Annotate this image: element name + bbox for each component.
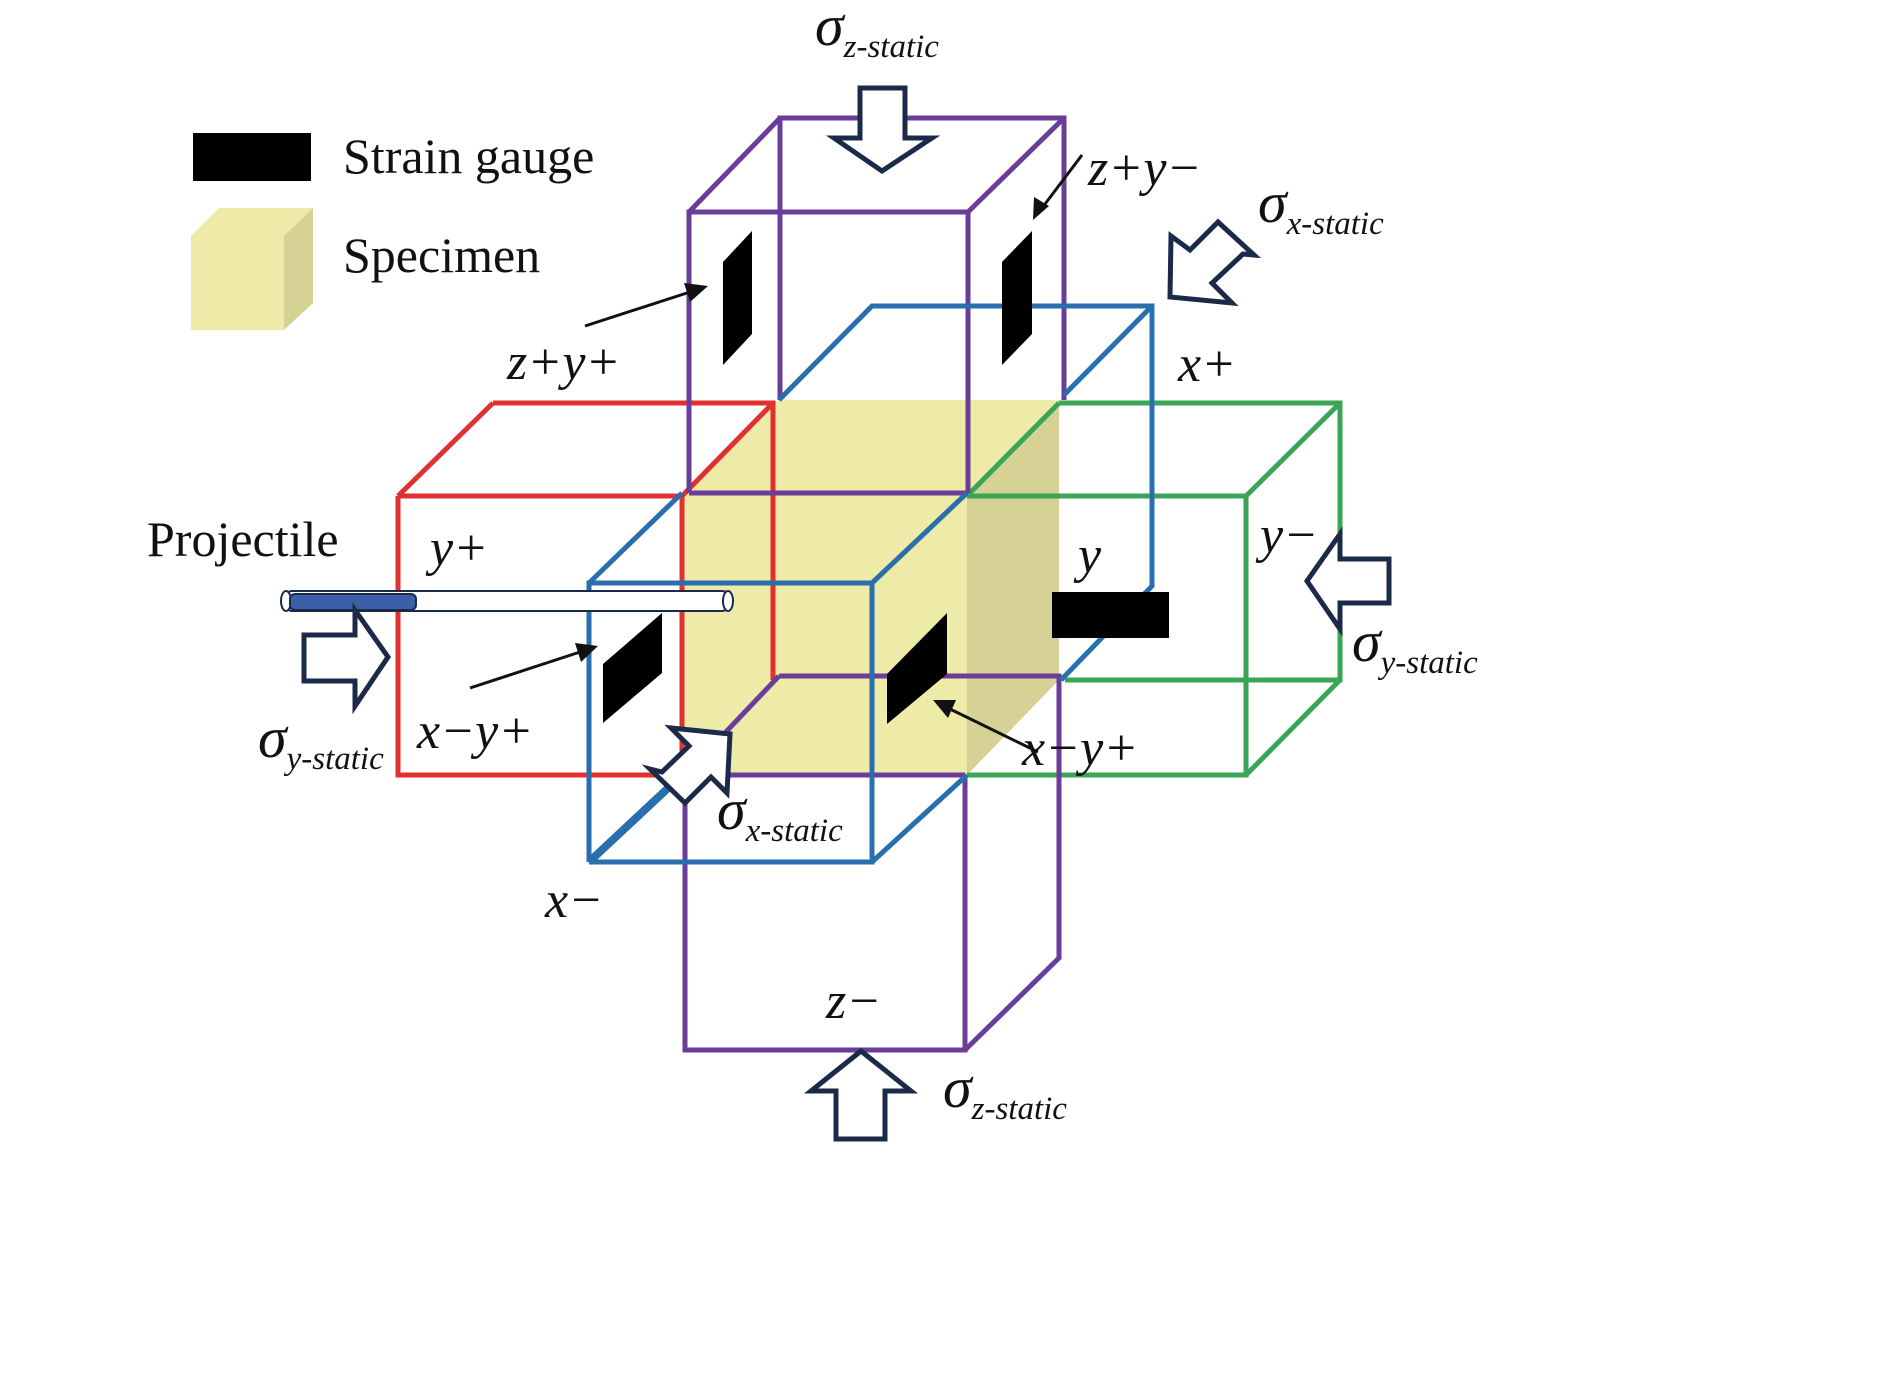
label-x-minus: x− — [544, 872, 603, 929]
strain-gauges — [603, 231, 1169, 724]
strain-gauge-z-plus-y-plus — [723, 231, 752, 365]
strain-gauge-x-minus-y-plus-right — [887, 613, 947, 724]
bar-z-top — [686, 115, 1067, 496]
strain-gauge-z-plus-y-minus — [1002, 231, 1032, 365]
label-z-plus-y-minus: z+y− — [1087, 140, 1202, 197]
label-z-minus: z− — [825, 973, 881, 1030]
bar-y-minus — [965, 400, 1343, 778]
sigma-x-right-label: σx-static — [1258, 170, 1384, 242]
sigma-y-left-arrow — [301, 602, 392, 715]
gauge-pointers — [469, 154, 1084, 754]
sigma-x-right-arrow — [1167, 218, 1262, 307]
sigma-y-left-label: σy-static — [258, 705, 384, 777]
sigma-x-center-label: σx-static — [717, 777, 843, 849]
label-x-minus-y-plus-left: x−y+ — [416, 703, 533, 760]
sigma-z-bottom-arrow — [803, 1047, 919, 1142]
label-x-plus: x+ — [1177, 336, 1236, 393]
strain-gauge-x-minus-y-plus-left — [603, 613, 662, 723]
sigma-z-bottom-label: σz-static — [943, 1055, 1067, 1127]
label-x-minus-y-plus-right: x−y+ — [1021, 720, 1138, 777]
legend-strain-gauge-swatch — [193, 133, 311, 181]
label-y-minus: y− — [1255, 507, 1318, 564]
sigma-x-center-arrow — [641, 724, 733, 807]
strain-gauge-y — [1052, 592, 1169, 638]
label-y: y — [1073, 527, 1102, 584]
label-y-plus: y+ — [425, 520, 488, 577]
legend: Strain gauge Specimen — [191, 128, 594, 330]
legend-specimen-label: Specimen — [343, 227, 540, 283]
legend-strain-gauge-label: Strain gauge — [343, 128, 594, 184]
sigma-y-right-arrow — [1303, 526, 1392, 638]
sigma-z-top-arrow — [825, 85, 941, 175]
label-z-plus-y-plus: z+y+ — [506, 334, 621, 391]
sigma-z-top-label: σz-static — [815, 0, 939, 65]
sigma-y-right-label: σy-static — [1352, 609, 1478, 681]
legend-specimen-swatch — [191, 208, 313, 330]
bar-y-plus — [395, 400, 776, 778]
projectile-label: Projectile — [147, 511, 339, 567]
